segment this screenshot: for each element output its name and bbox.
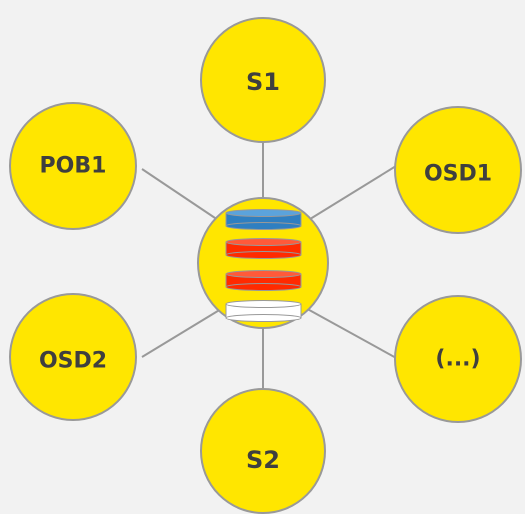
hub-circle	[197, 197, 329, 329]
node-osd1-label: OSD1	[424, 162, 492, 187]
node-more-label: (...)	[435, 347, 480, 372]
node-s1: S1	[200, 17, 326, 143]
hub-node	[197, 197, 329, 329]
node-s1-label: S1	[246, 68, 280, 96]
database-stack-icon	[225, 209, 302, 322]
node-pob1-label: POB1	[40, 154, 107, 179]
node-osd1-circle	[394, 106, 522, 234]
node-more-circle	[394, 295, 522, 423]
edge-osd2	[141, 305, 227, 358]
edges	[141, 141, 399, 397]
node-osd2-label: OSD2	[39, 349, 107, 374]
edge-osd1	[301, 165, 397, 225]
disk-white	[225, 300, 302, 322]
node-s2-label: S2	[246, 446, 280, 474]
node-s2: S2	[200, 388, 326, 514]
disk-blue	[225, 209, 302, 230]
disk-red-2	[225, 270, 302, 291]
disk-red-1	[225, 238, 302, 259]
node-osd2-circle	[9, 293, 137, 421]
node-pob1: POB1	[9, 102, 137, 230]
node-s1-circle	[200, 17, 326, 143]
node-pob1-circle	[9, 102, 137, 230]
node-s2-circle	[200, 388, 326, 514]
edge-pob1	[141, 168, 225, 225]
node-osd1: OSD1	[394, 106, 522, 234]
edge-more	[301, 305, 399, 360]
node-osd2: OSD2	[9, 293, 137, 421]
node-more: (...)	[394, 295, 522, 423]
